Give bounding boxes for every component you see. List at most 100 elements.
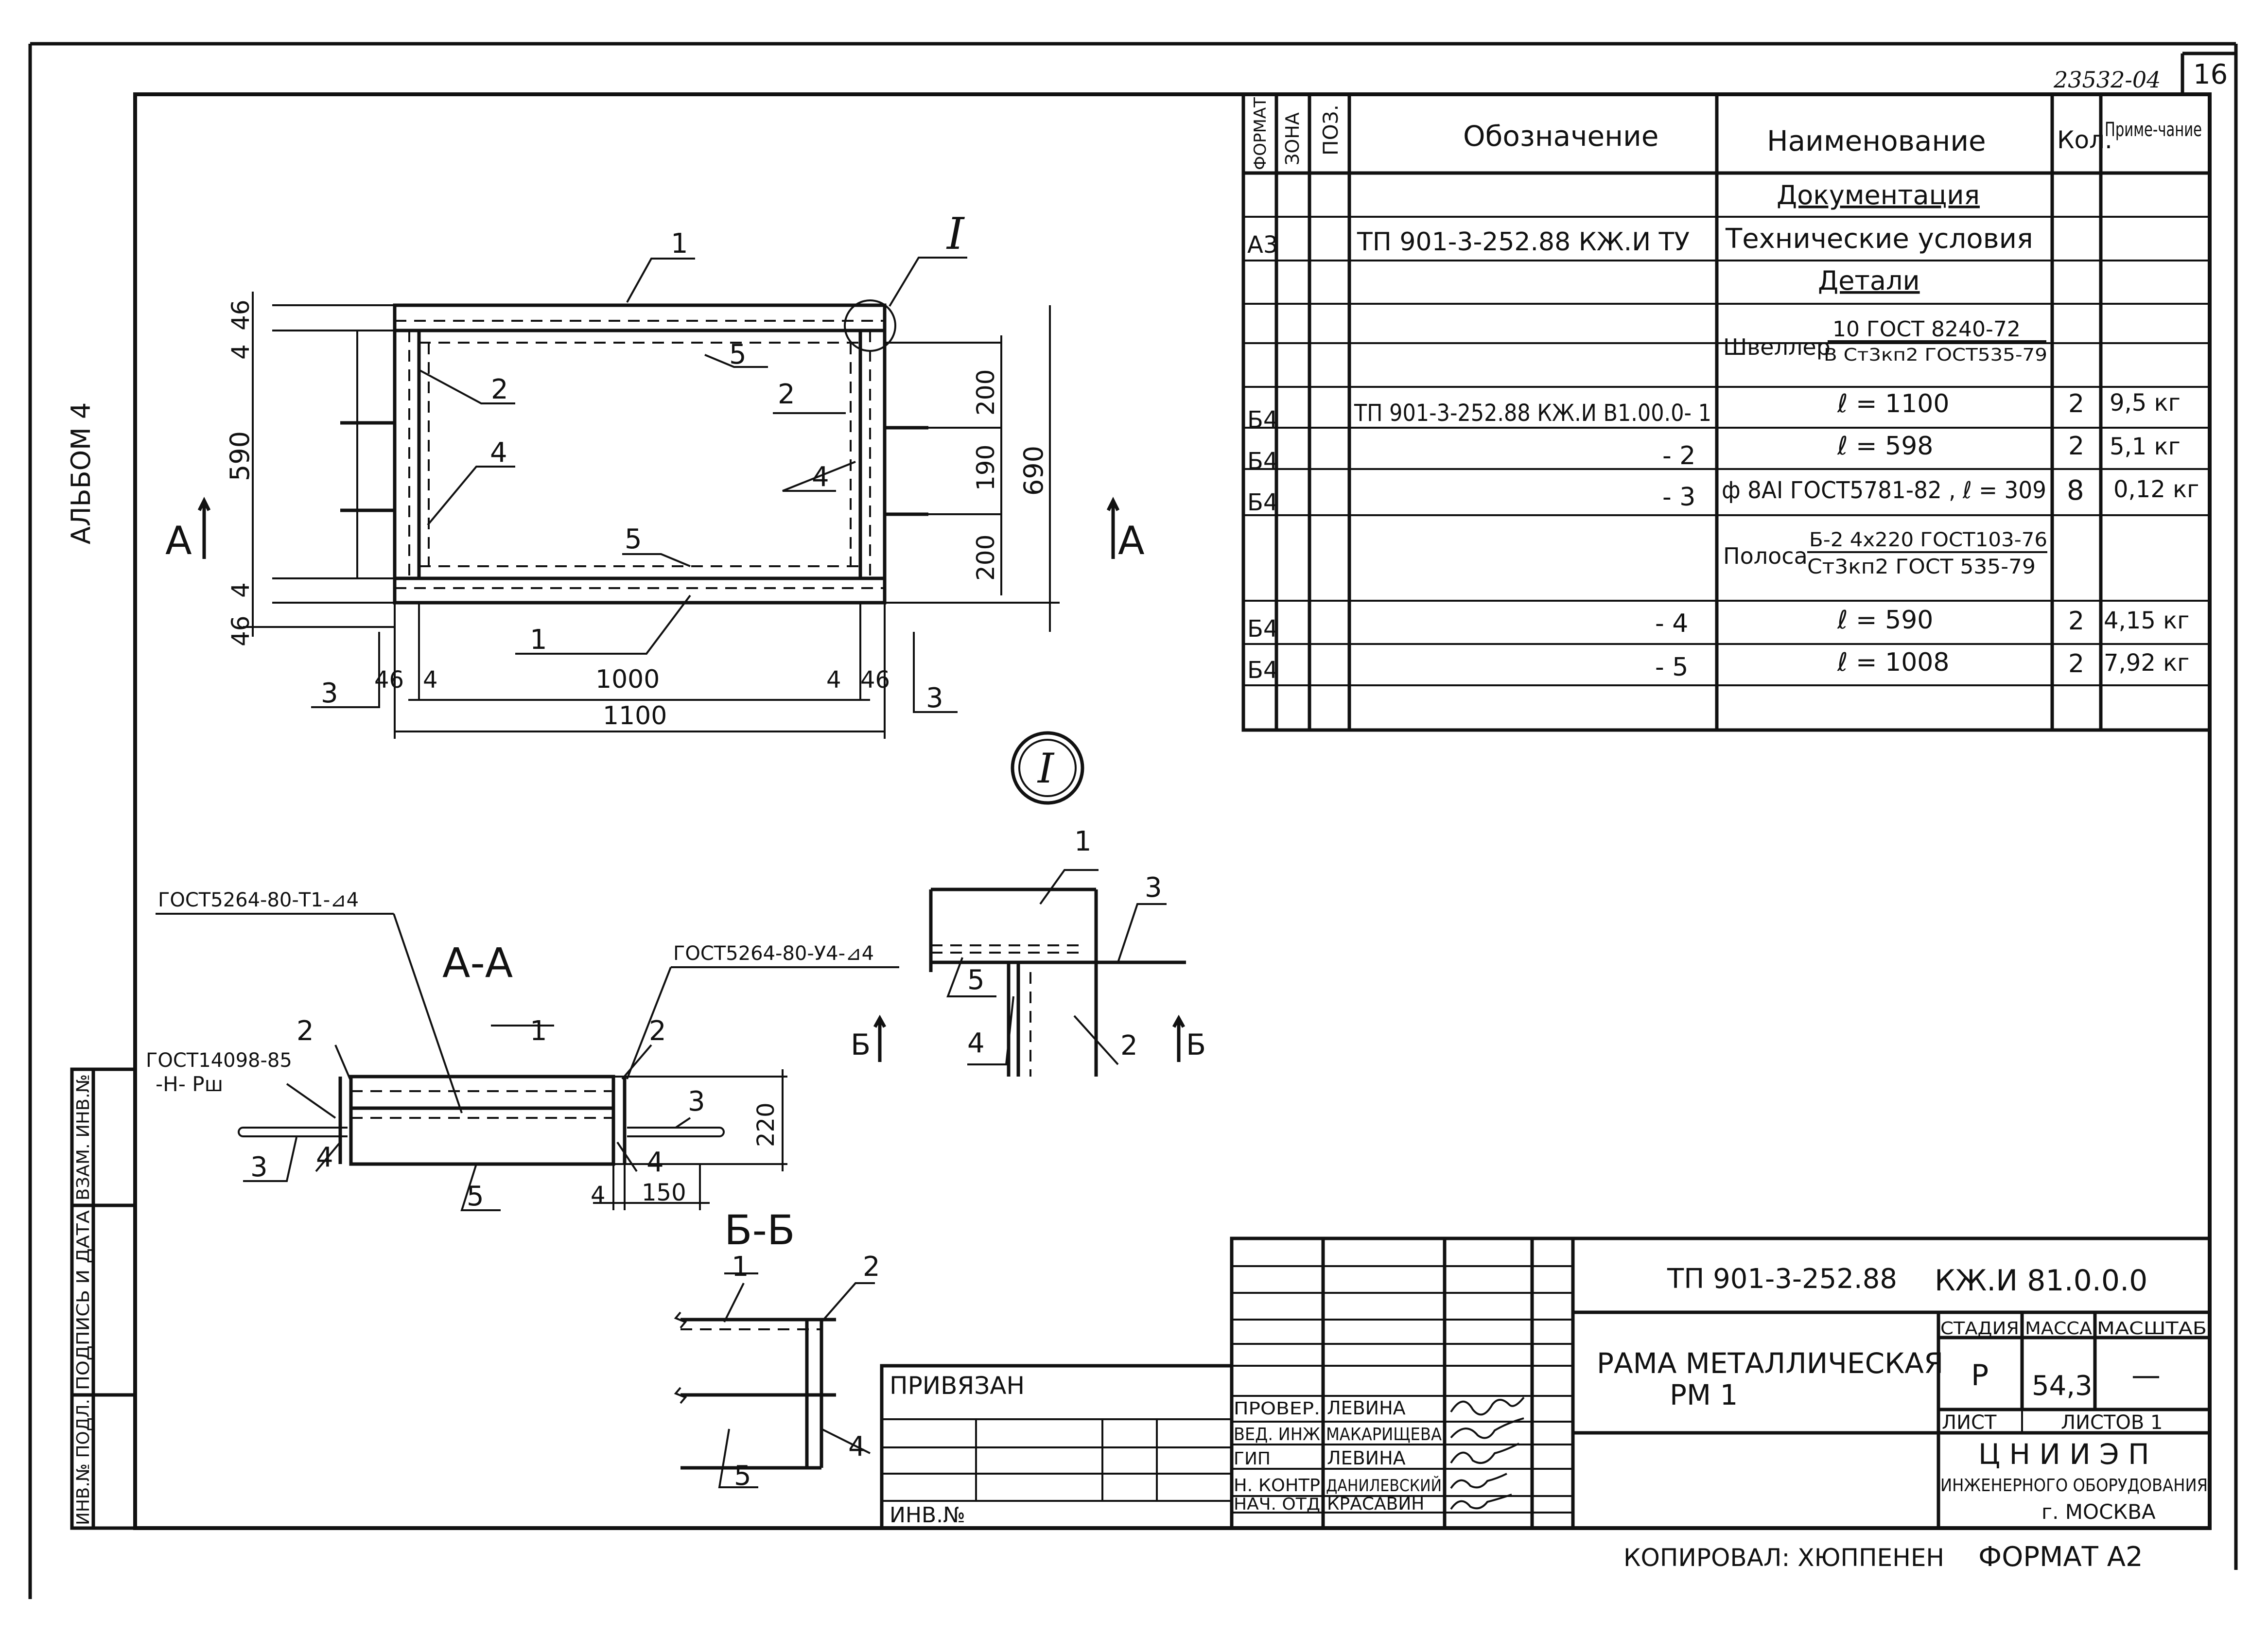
role-1: ПРОВЕР. [1234, 1399, 1320, 1419]
bb-pos5: 5 [734, 1460, 751, 1492]
tu-designation: ТП 901-3-252.88 КЖ.И ТУ [1357, 227, 1690, 257]
side-stamp-inv-podl: ИНВ.№ ПОДЛ. [73, 1399, 93, 1525]
mass-value: 54,3 [2032, 1370, 2093, 1402]
dim-1100: 1100 [603, 701, 667, 731]
aa-pos2-left: 2 [297, 1015, 314, 1047]
strip-bottom: Ст3кп2 ГОСТ 535-79 [1807, 555, 2036, 578]
name-5: КРАСАВИН [1327, 1494, 1424, 1514]
name-2: МАКАРИЩЕВА [1326, 1425, 1442, 1445]
dim-left-top-4: 4 [227, 344, 255, 360]
role-5: НАЧ. ОТД [1234, 1495, 1320, 1514]
role-4: Н. КОНТР [1234, 1476, 1320, 1496]
aa-pos4-right: 4 [646, 1147, 664, 1178]
title-line2: РМ 1 [1670, 1378, 1738, 1411]
weld-left: ГОСТ5264-80-Т1-⊿4 [158, 889, 359, 911]
aa-pos2-right: 2 [649, 1015, 666, 1047]
doc-mark: КЖ.И 81.0.0.0 [1935, 1264, 2147, 1298]
r5-designation: - 5 [1655, 653, 1688, 682]
node-pos1: 1 [1074, 826, 1092, 857]
side-stamp-vzam: ВЗАМ. ИНВ.№ [73, 1074, 93, 1201]
aa-dim-220: 220 [752, 1102, 780, 1147]
channel-top: 10 ГОСТ 8240-72 [1832, 317, 2021, 342]
plan-pos2-right: 2 [778, 379, 795, 410]
r1-qty: 2 [2068, 389, 2084, 418]
plan-pos1-bottom: 1 [530, 624, 547, 656]
scale-header: МАСШТАБ [2097, 1319, 2207, 1339]
r5-name: ℓ = 1008 [1837, 648, 1949, 677]
mass-header: МАССА [2025, 1319, 2092, 1339]
plan-pos4-left: 4 [490, 437, 507, 469]
r4-note: 4,15 кг [2104, 607, 2189, 634]
org-line1: Ц Н И И Э П [1978, 1438, 2149, 1471]
header-note: Приме-чание [2105, 119, 2202, 141]
format-label: ФОРМАТ А2 [1978, 1541, 2143, 1573]
r3-note: 0,12 кг [2113, 476, 2199, 503]
dim-left-bot-4: 4 [227, 582, 255, 598]
header-zone: ЗОНА [1282, 112, 1303, 165]
r2-format: Б4 [1247, 448, 1278, 475]
stage-value: Р [1971, 1358, 1989, 1392]
aa-pos3-right: 3 [688, 1086, 705, 1117]
dim-200-bot: 200 [972, 535, 1000, 581]
section-bb [674, 1272, 875, 1488]
album-label: АЛЬБОМ 4 [66, 402, 96, 544]
weld-note-1: ГОСТ14098-85 [146, 1049, 292, 1072]
r5-note: 7,92 кг [2104, 649, 2189, 677]
r4-format: Б4 [1247, 615, 1278, 643]
dim-left-bot-46: 46 [227, 615, 255, 646]
title-block [880, 1236, 2212, 1530]
dim-4-right: 4 [826, 666, 841, 694]
weld-note-2: -Н- Рш [156, 1072, 223, 1096]
plan-pos3-right: 3 [926, 682, 943, 714]
aa-pos1: 1 [530, 1015, 547, 1047]
r4-qty: 2 [2068, 607, 2084, 636]
copied-by: КОПИРОВАЛ: ХЮППЕНЕН [1623, 1544, 1944, 1572]
r3-name: ф 8АI ГОСТ5781-82 , ℓ = 309 [1722, 477, 2046, 504]
plan-dimensions: 46 4 590 4 46 200 190 200 690 46 4 1000 … [225, 292, 1060, 739]
section-details: Детали [1818, 265, 1920, 296]
name-4: ДАНИЛЕВСКИЙ [1326, 1476, 1442, 1496]
r2-note: 5,1 кг [2110, 433, 2181, 460]
dim-46-right: 46 [860, 666, 890, 694]
scale-value: — [2131, 1358, 2161, 1392]
r3-qty: 8 [2067, 475, 2084, 506]
strip-top: Б-2 4х220 ГОСТ103-76 [1809, 529, 2047, 551]
r1-note: 9,5 кг [2110, 389, 2181, 417]
dim-590: 590 [225, 431, 255, 481]
section-aa-title: А-А [442, 939, 513, 987]
r1-designation: ТП 901-3-252.88 КЖ.И В1.00.0- 1 [1354, 400, 1711, 427]
channel-bottom: В Ст3кп2 ГОСТ535-79 [1824, 345, 2047, 365]
tu-name: Технические условия [1725, 223, 2033, 255]
node-mark: I [1037, 745, 1055, 792]
aa-pos5: 5 [467, 1181, 484, 1212]
header-designation: Обозначение [1463, 120, 1658, 153]
r2-qty: 2 [2068, 432, 2084, 461]
sheets-label: ЛИСТОВ 1 [2061, 1411, 2163, 1434]
header-format: ФОРМАТ [1251, 97, 1270, 170]
plan-pos5-bottom: 5 [625, 523, 642, 555]
title-line1: РАМА МЕТАЛЛИЧЕСКАЯ [1597, 1347, 1943, 1380]
bb-pos1: 1 [732, 1251, 749, 1283]
r5-qty: 2 [2068, 649, 2084, 679]
doc-code: ТП 901-3-252.88 [1667, 1263, 1897, 1295]
side-stamp [70, 1067, 137, 1530]
r1-format: Б4 [1247, 406, 1278, 434]
node-detail [873, 731, 1186, 1077]
bound-label: ПРИВЯЗАН [890, 1372, 1025, 1400]
aa-pos3-left: 3 [250, 1151, 268, 1183]
weld-right: ГОСТ5264-80-У4-⊿4 [673, 942, 874, 965]
header-pos: ПОЗ. [1319, 104, 1343, 156]
dim-690: 690 [1018, 446, 1049, 496]
stage-header: СТАДИЯ [1940, 1319, 2019, 1339]
dim-200-top: 200 [972, 369, 1000, 416]
dim-1000: 1000 [595, 665, 660, 694]
header-name: Наименование [1767, 124, 1986, 157]
inv-label: ИНВ.№ [890, 1503, 965, 1528]
section-aa [156, 913, 899, 1211]
role-2: ВЕД. ИНЖ [1234, 1425, 1320, 1445]
aa-pos4-left: 4 [316, 1142, 333, 1173]
plan-pos3-left: 3 [321, 678, 338, 709]
node-pos5: 5 [967, 964, 985, 996]
dim-190: 190 [972, 445, 1000, 491]
